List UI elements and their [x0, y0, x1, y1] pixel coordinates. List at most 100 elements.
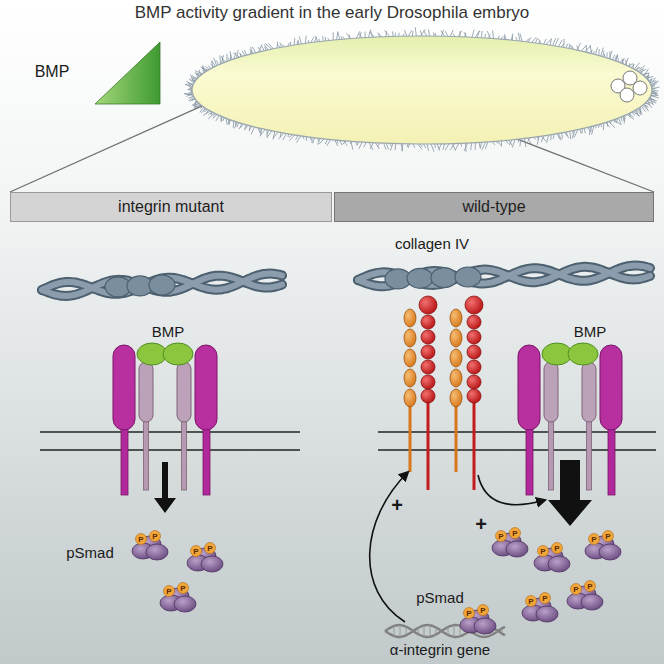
- bmp-ligand: [163, 343, 193, 365]
- cell-membrane: [40, 449, 300, 450]
- integrin-stalk: [455, 405, 458, 472]
- integrin-stalk: [409, 405, 412, 472]
- psmad-complex: [132, 531, 168, 561]
- ligand-label: BMP: [574, 324, 607, 341]
- phosphate-label: P: [591, 535, 596, 544]
- embryo-fuzz: [184, 27, 659, 151]
- integrin-domain: [404, 349, 416, 367]
- type-one-receptor: [113, 345, 135, 430]
- type-one-receptor: [518, 345, 540, 430]
- phosphate-dot: [178, 583, 189, 594]
- type-two-receptor: [177, 362, 191, 422]
- phosphate-label: P: [554, 544, 559, 553]
- integrin-domain: [467, 315, 481, 329]
- type-two-receptor: [544, 362, 558, 422]
- phosphate-label: P: [193, 547, 198, 556]
- collagen-globule: [407, 268, 433, 288]
- phosphate-label: P: [207, 544, 212, 553]
- phosphate-label: P: [180, 584, 185, 593]
- smad-subunit: [201, 556, 223, 572]
- alpha-integrin: [450, 309, 462, 472]
- integrin-domain: [467, 375, 481, 389]
- integrin-domain: [450, 389, 462, 407]
- collagen-globule: [149, 275, 175, 295]
- dna-rung: [388, 629, 389, 633]
- integrin-domain: [450, 349, 462, 367]
- phosphate-label: P: [528, 597, 533, 606]
- integrin-domain: [421, 389, 435, 403]
- phosphate-dot: [164, 586, 175, 597]
- dna-rung: [448, 627, 449, 635]
- phosphate-dot: [585, 581, 596, 592]
- phosphate-label: P: [480, 606, 485, 615]
- phosphate-dot: [150, 531, 161, 542]
- protein-label: collagen IV: [395, 236, 469, 253]
- strong-signal-arrow: [548, 460, 592, 526]
- dna-rung: [424, 625, 425, 636]
- panel-header: integrin mutant: [10, 192, 332, 222]
- integrin-domain: [465, 296, 483, 314]
- integrin-domain: [421, 345, 435, 359]
- integrin-stalk: [473, 398, 476, 490]
- dna-rung: [430, 625, 431, 637]
- collagen-globule: [431, 268, 457, 288]
- enhancement-arrow: [478, 475, 545, 505]
- dna-rung: [406, 627, 407, 636]
- panel-header: wild-type: [334, 192, 654, 222]
- type-two-receptor: [139, 362, 153, 422]
- gradient-label: BMP: [35, 63, 70, 81]
- integrin-domain: [421, 315, 435, 329]
- phosphate-dot: [464, 608, 475, 619]
- phosphate-label: P: [138, 535, 143, 544]
- bmp-gradient-triangle: [95, 42, 160, 104]
- psmad-complex: [492, 528, 528, 558]
- psmad-complex: [460, 605, 496, 635]
- phosphate-label: P: [540, 547, 545, 556]
- phosphate-label: P: [605, 532, 610, 541]
- phosphate-label: P: [587, 582, 592, 591]
- smad-subunit: [581, 594, 603, 610]
- integrin-domain: [404, 309, 416, 327]
- integrin-domain: [467, 330, 481, 344]
- phosphate-dot: [510, 528, 521, 539]
- phosphate-label: P: [152, 532, 157, 541]
- phosphate-dot: [526, 596, 537, 607]
- plus-sign: +: [475, 513, 487, 535]
- beta-integrin: [419, 296, 437, 490]
- dna-rung: [496, 630, 497, 633]
- integrin-domain: [404, 389, 416, 407]
- phosphate-dot: [478, 605, 489, 616]
- psmad-complex: [160, 583, 196, 613]
- smad-subunit: [146, 544, 168, 560]
- signal-arrow: [154, 462, 176, 513]
- collagen-fibril: [42, 274, 282, 297]
- collagen-globule: [455, 267, 481, 287]
- smad-subunit: [599, 544, 621, 560]
- integrin-domain: [421, 360, 435, 374]
- collagen-fibril: [358, 265, 650, 288]
- smad-subunit: [536, 606, 558, 622]
- phosphate-dot: [603, 531, 614, 542]
- smad-subunit: [174, 596, 196, 612]
- pole-cell: [633, 81, 647, 95]
- phosphate-label: P: [512, 529, 517, 538]
- smad-subunit: [474, 618, 496, 634]
- integrin-domain: [419, 296, 437, 314]
- integrin-stalk: [427, 398, 430, 490]
- psmad-complex: [567, 581, 603, 611]
- integrin-domain: [421, 330, 435, 344]
- phosphate-dot: [552, 543, 563, 554]
- integrin-domain: [450, 369, 462, 387]
- type-two-receptor: [582, 362, 596, 422]
- phosphate-label: P: [573, 585, 578, 594]
- integrin-domain: [450, 329, 462, 347]
- feedback-arrow: [370, 472, 408, 622]
- pole-cell: [620, 88, 634, 102]
- integrin-domain: [467, 360, 481, 374]
- psmad-complex: [522, 593, 558, 623]
- phosphate-dot: [205, 543, 216, 554]
- dna-rung: [412, 630, 413, 632]
- protein-label: pSmad: [416, 590, 464, 607]
